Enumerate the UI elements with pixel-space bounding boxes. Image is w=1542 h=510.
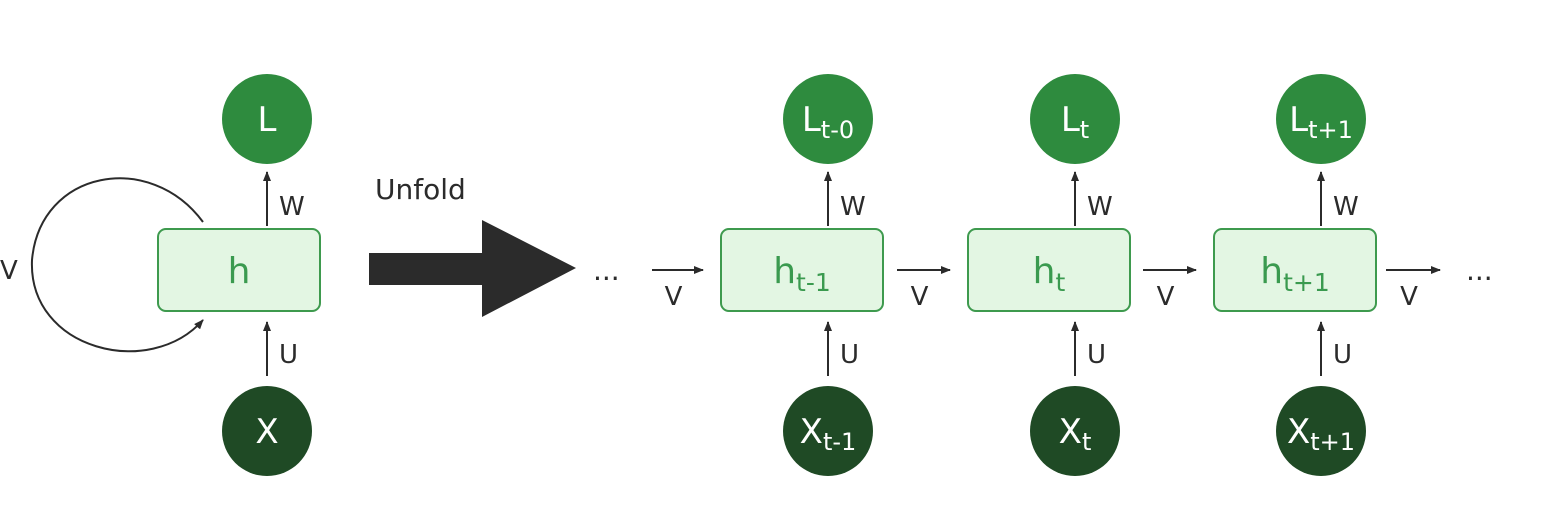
output-label-1-base: L <box>1061 100 1080 140</box>
unfold-arrow-icon <box>369 220 576 317</box>
u-label-1: U <box>1087 340 1106 370</box>
v-label-1: V <box>911 282 929 312</box>
hidden-label-2-base: h <box>1260 251 1283 292</box>
folded-v-label: V <box>0 256 18 286</box>
input-label-0: Xt-1 <box>800 412 857 456</box>
output-label-2-base: L <box>1289 100 1308 140</box>
hidden-box-1 <box>967 228 1131 312</box>
w-label-0: W <box>840 192 866 222</box>
hidden-label-2-subscript: t+1 <box>1283 268 1330 297</box>
hidden-label-0: ht-1 <box>773 251 831 297</box>
input-label-2-subscript: t+1 <box>1310 428 1355 456</box>
folded-u-label: U <box>279 340 298 370</box>
hidden-label-1-subscript: t <box>1056 268 1066 297</box>
folded-output-node <box>222 74 312 164</box>
v-label-2: V <box>1157 282 1175 312</box>
recurrent-loop-arrow <box>30 177 204 353</box>
folded-output-label: L <box>258 100 277 140</box>
leading-ellipsis: ... <box>593 254 620 287</box>
folded-input-node <box>222 386 312 476</box>
folded-hidden-box <box>157 228 321 312</box>
hidden-label-0-subscript: t-1 <box>796 268 831 297</box>
unfold-transition: Unfold <box>369 173 576 317</box>
output-node-2 <box>1276 74 1366 164</box>
input-label-0-subscript: t-1 <box>823 428 856 456</box>
hidden-label-2: ht+1 <box>1260 251 1329 297</box>
trailing-ellipsis: ... <box>1466 254 1493 287</box>
input-label-2-base: X <box>1287 412 1310 452</box>
output-label-0: Lt-0 <box>802 100 854 144</box>
output-label-2-subscript: t+1 <box>1308 116 1353 144</box>
w-label-2: W <box>1333 192 1359 222</box>
output-label-0-subscript: t-0 <box>821 116 854 144</box>
folded-rnn: V L W h U X <box>0 74 321 476</box>
output-node-1 <box>1030 74 1120 164</box>
hidden-box-0 <box>720 228 884 312</box>
v-label-3: V <box>1400 282 1418 312</box>
w-label-1: W <box>1087 192 1113 222</box>
u-label-2: U <box>1333 340 1352 370</box>
hidden-label-0-base: h <box>773 251 796 292</box>
input-node-1 <box>1030 386 1120 476</box>
hidden-box-2 <box>1213 228 1377 312</box>
hidden-label-1: ht <box>1033 251 1066 297</box>
input-label-1: Xt <box>1059 412 1092 456</box>
input-label-0-base: X <box>800 412 823 452</box>
folded-hidden-label: h <box>228 251 251 292</box>
input-node-2 <box>1276 386 1366 476</box>
output-label-2: Lt+1 <box>1289 100 1353 144</box>
hidden-label-1-base: h <box>1033 251 1056 292</box>
v-label-0: V <box>665 282 683 312</box>
unfold-label: Unfold <box>375 173 466 206</box>
output-label-1: Lt <box>1061 100 1089 144</box>
u-label-0: U <box>840 340 859 370</box>
input-label-1-base: X <box>1059 412 1082 452</box>
input-label-1-subscript: t <box>1082 428 1091 456</box>
folded-w-label: W <box>279 192 305 222</box>
input-label-2: Xt+1 <box>1287 412 1355 456</box>
output-node-0 <box>783 74 873 164</box>
input-node-0 <box>783 386 873 476</box>
folded-input-label: X <box>255 412 278 452</box>
output-label-1-subscript: t <box>1080 116 1089 144</box>
output-label-0-base: L <box>802 100 821 140</box>
